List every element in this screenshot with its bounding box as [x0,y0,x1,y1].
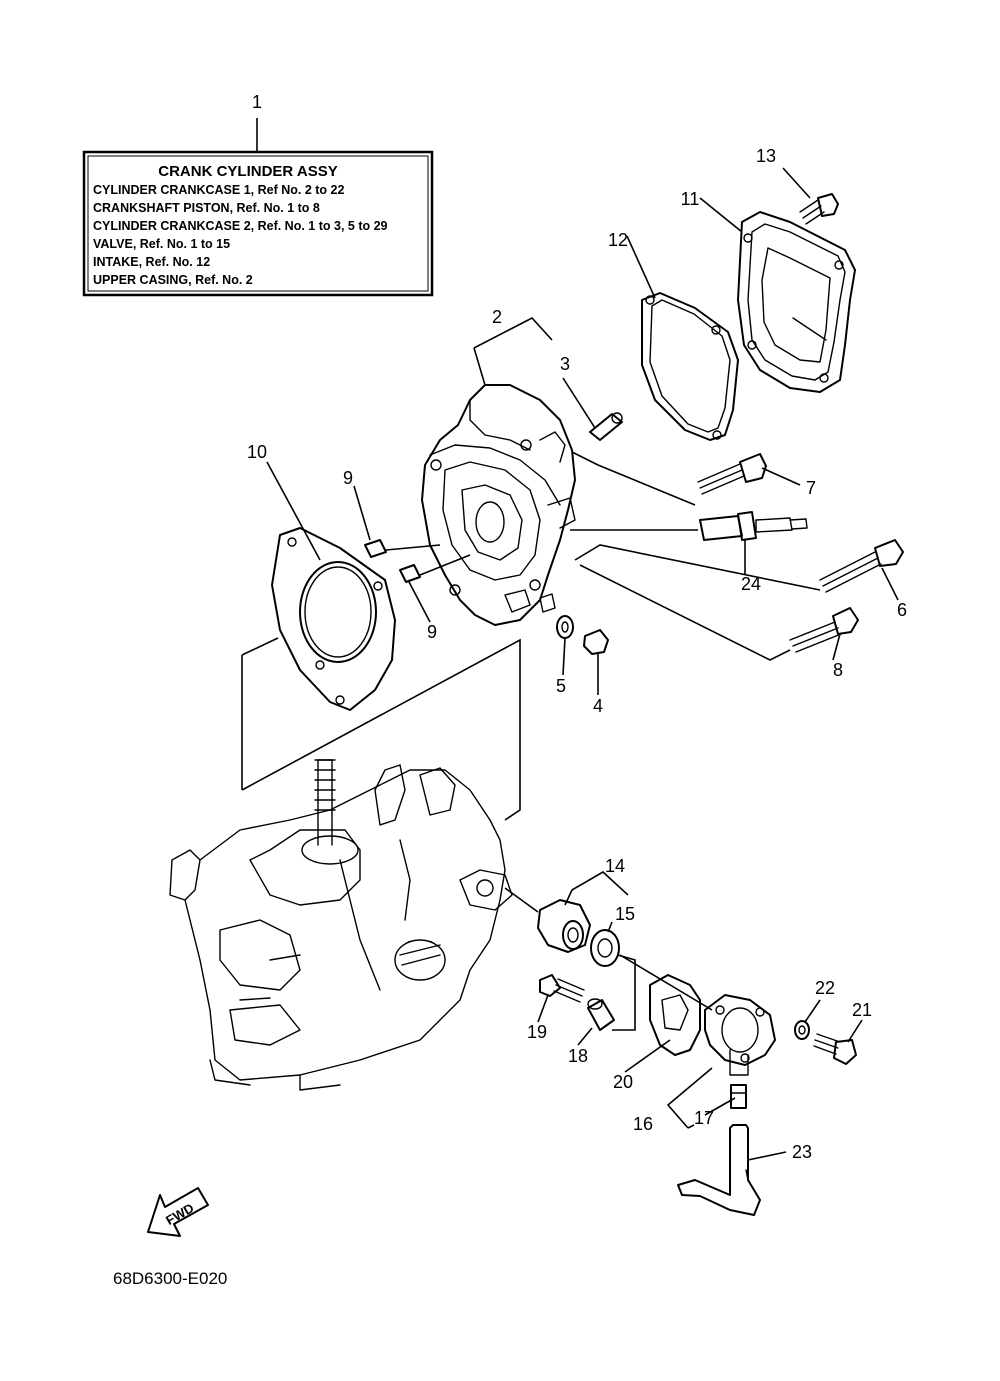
callout-20: 20 [613,1072,633,1092]
callout-24: 24 [741,574,761,594]
callout-16: 16 [633,1114,653,1134]
bolt-19-part [539,974,585,1003]
bolt-7-part [697,453,767,495]
spark-plug-part [699,511,808,541]
callout-15: 15 [615,904,635,924]
washer-5-part [556,615,574,639]
head-gasket-part [271,527,396,711]
diagram-code: 68D6300-E020 [113,1269,227,1288]
callout-14: 14 [605,856,625,876]
assembly-box-line-2: CRANKSHAFT PISTON, Ref. No. 1 to 8 [93,201,320,215]
callout-leaders [266,167,899,1161]
dowel-9b-part [399,564,421,583]
callout-9-lower: 9 [427,622,437,642]
callout-5: 5 [556,676,566,696]
callout-12: 12 [608,230,628,250]
bolt-13-part [799,193,839,225]
bolt-6-part [819,539,904,593]
head-cover-gasket-part [641,292,739,441]
callout-7: 7 [806,478,816,498]
bolt-8-part [789,607,859,653]
gasket-20-part [649,974,701,1056]
callout-1: 1 [252,92,262,112]
assembly-box-line-3: CYLINDER CRANKCASE 2, Ref. No. 1 to 3, 5… [93,219,388,233]
callout-6: 6 [897,600,907,620]
assembly-box-line-6: UPPER CASING, Ref. No. 2 [93,273,253,287]
dowel-9a-part [364,539,387,558]
callout-3: 3 [560,354,570,374]
assembly-box-line-4: VALVE, Ref. No. 1 to 15 [93,237,230,251]
callout-4: 4 [593,696,603,716]
callout-19: 19 [527,1022,547,1042]
collar-18-part [587,998,615,1031]
assembly-guide-lines [241,451,821,1031]
thermostat-cover-part [704,994,776,1076]
hose-23-part [677,1124,761,1216]
crankcase-part [169,759,513,1091]
hose-joint-part [730,1084,747,1109]
callout-17: 17 [694,1108,714,1128]
callout-9-upper: 9 [343,468,353,488]
assembly-box-line-1: CYLINDER CRANKCASE 1, Ref No. 2 to 22 [93,183,344,197]
washer-22-part [794,1020,810,1040]
assembly-box-title: CRANK CYLINDER ASSY [158,163,337,180]
callout-21: 21 [852,1000,872,1020]
cylinder-head-part [421,384,576,626]
bolt-4-part [583,629,609,655]
callout-8: 8 [833,660,843,680]
callout-13: 13 [756,146,776,166]
callout-11: 11 [681,189,700,209]
callout-2: 2 [492,307,502,327]
dowel-3-part [589,412,623,441]
gasket-15-part [590,929,620,967]
thermostat-part [537,899,591,953]
callout-labels: 1 2 3 4 5 6 7 8 9 9 10 11 12 13 14 15 16… [247,92,907,1162]
forward-direction-arrow: FWD [147,1187,209,1237]
assembly-box: CRANK CYLINDER ASSY CYLINDER CRANKCASE 1… [82,118,434,297]
assembly-box-line-5: INTAKE, Ref. No. 12 [93,255,210,269]
cylinder-head-cover-part [737,211,856,393]
callout-22: 22 [815,978,835,998]
callout-10: 10 [247,442,267,462]
callout-23: 23 [792,1142,812,1162]
callout-18: 18 [568,1046,588,1066]
